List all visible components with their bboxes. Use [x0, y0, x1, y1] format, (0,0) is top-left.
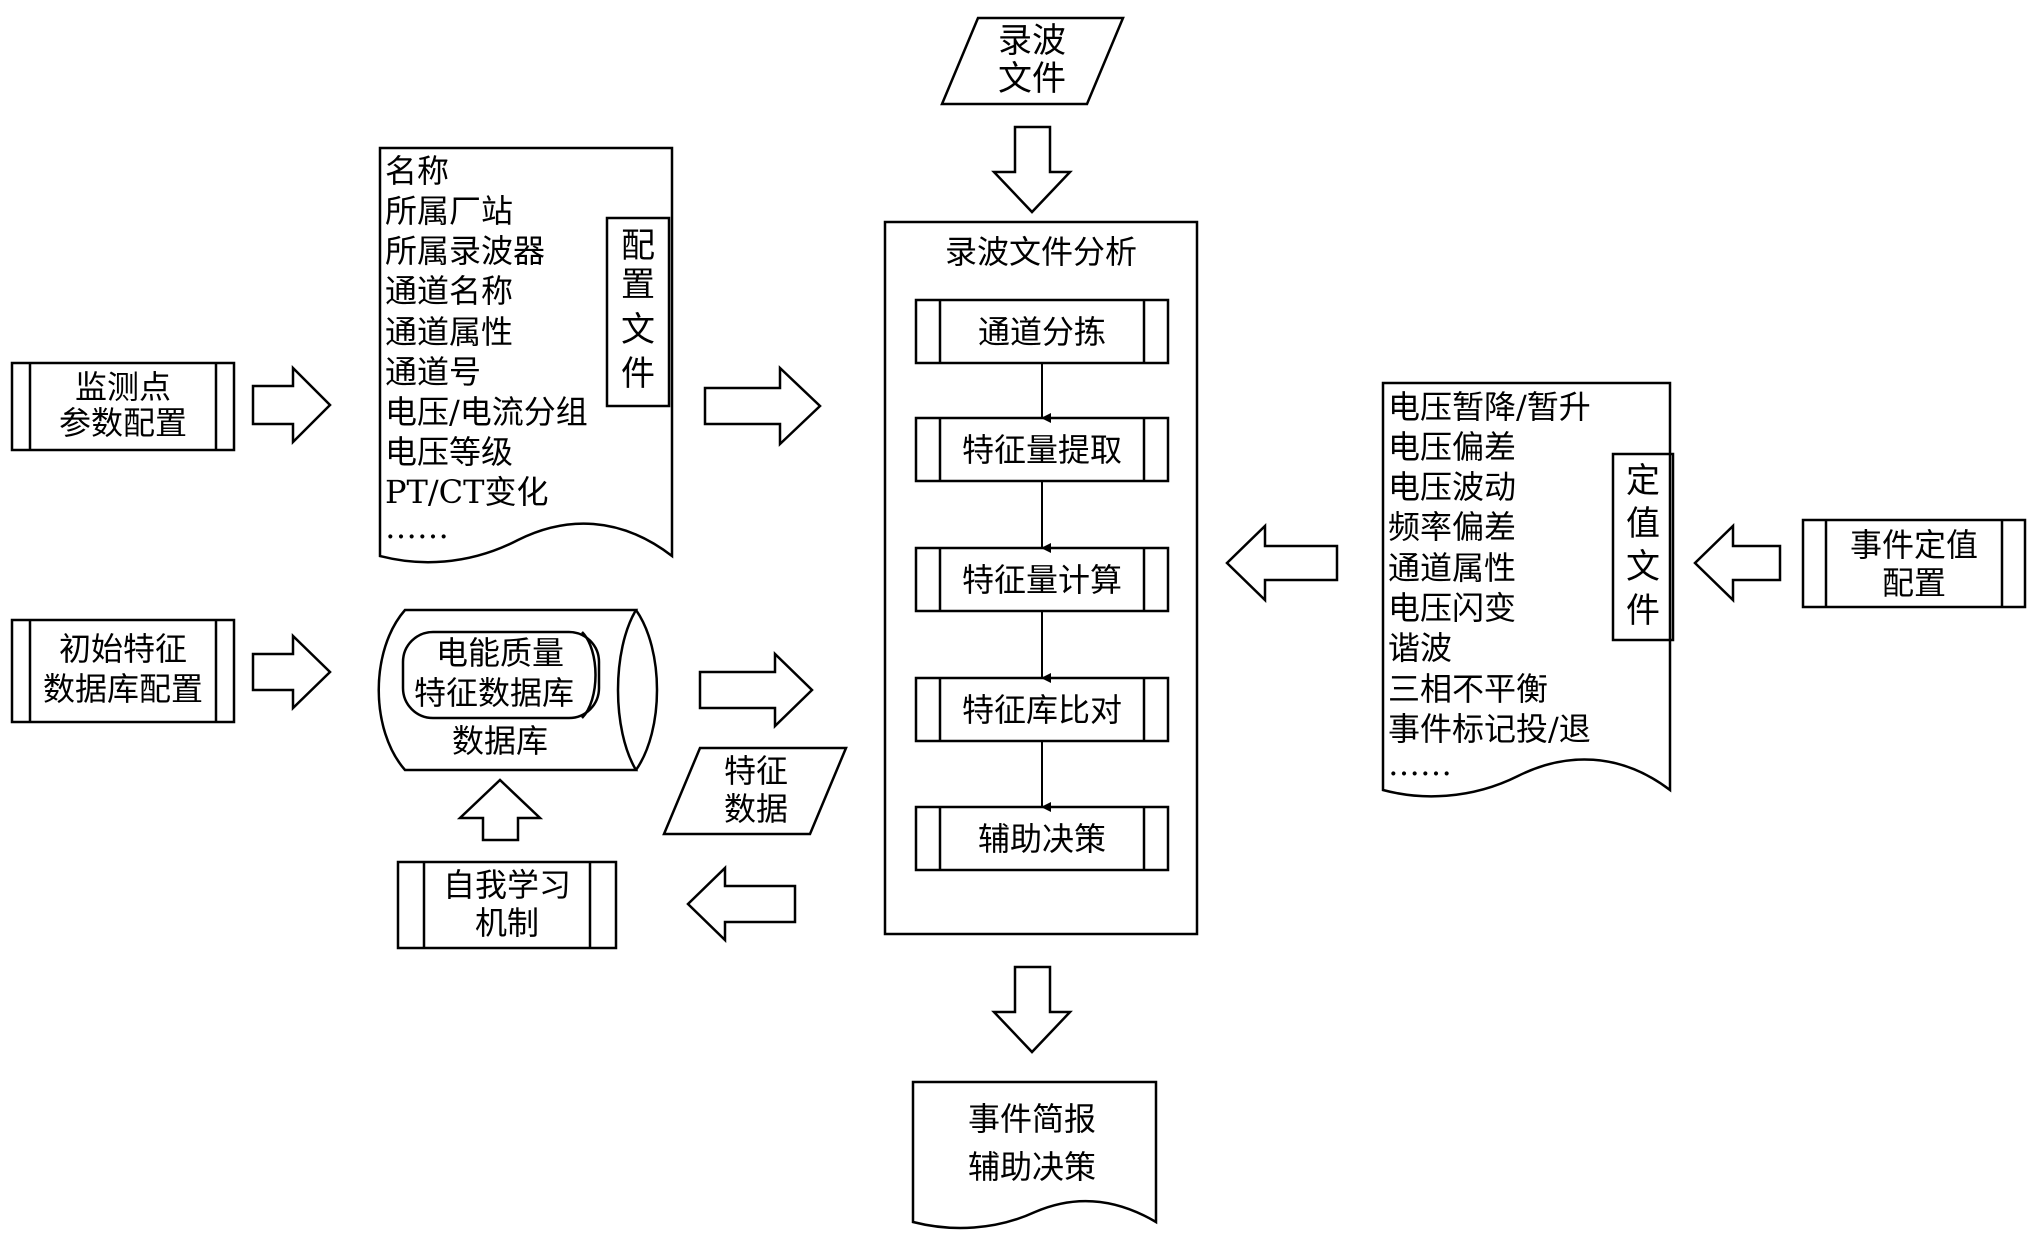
config-file-item: 所属厂站: [385, 192, 513, 230]
setting-file-tag-4: 件: [1626, 591, 1660, 631]
arrow-down-to-analysis: [991, 125, 1073, 214]
setting-file-item: 电压波动: [1388, 468, 1516, 506]
step-channel-sorting: 通道分拣: [978, 313, 1106, 351]
config-file-item: 电压/电流分组: [385, 393, 588, 431]
config-file-item: 名称: [385, 152, 449, 190]
setting-file-item: 频率偏差: [1388, 508, 1516, 546]
monitoring-point-box: [10, 361, 236, 452]
config-file-item: 所属录波器: [385, 232, 545, 270]
database-label: 数据库: [452, 722, 548, 760]
event-setting-line1: 事件定值: [1850, 526, 1978, 564]
config-file-tag-4: 件: [621, 354, 655, 394]
setting-file-item: 谐波: [1388, 629, 1452, 667]
config-file-item: ……: [385, 508, 449, 546]
setting-file-item: 事件标记投/退: [1388, 710, 1591, 748]
analysis-title: 录波文件分析: [945, 233, 1137, 271]
feature-data-line1: 特征: [724, 752, 788, 790]
report-document: [911, 1080, 1158, 1230]
setting-file-item: 三相不平衡: [1388, 670, 1548, 708]
report-line1: 事件简报: [968, 1100, 1096, 1138]
setting-file-item: ……: [1388, 745, 1452, 783]
setting-file-tag-2: 值: [1626, 504, 1660, 544]
config-file-item: 电压等级: [385, 433, 513, 471]
setting-file-item: 电压偏差: [1388, 428, 1516, 466]
setting-file-item: 电压闪变: [1388, 589, 1516, 627]
config-file-item: PT/CT变化: [385, 473, 549, 511]
setting-file-tag-3: 文: [1626, 547, 1660, 587]
wave-file-input-line2: 文件: [998, 59, 1066, 99]
config-file-item: 通道名称: [385, 272, 513, 310]
monitoring-point-line1: 监测点: [75, 368, 171, 406]
config-file-tag-3: 文: [621, 310, 655, 350]
initial-feature-db-line1: 初始特征: [59, 630, 187, 668]
config-file-tag-2: 置: [621, 265, 655, 305]
arrow-right-to-database: [251, 633, 332, 711]
arrow-up-to-database: [456, 778, 544, 842]
initial-feature-db-box: [10, 618, 236, 724]
config-file-item: 通道属性: [385, 313, 513, 351]
step-library-comparison: 特征库比对: [962, 691, 1122, 729]
arrow-right-to-config: [251, 364, 332, 446]
wave-file-input-line1: 录波: [998, 21, 1066, 61]
arrow-left-to-self-learning: [686, 865, 797, 943]
monitoring-point-line2: 参数配置: [59, 404, 187, 442]
database-inner-line1: 电能质量: [436, 634, 564, 672]
arrow-left-to-setting-file: [1693, 523, 1782, 603]
self-learning-box: [396, 860, 618, 950]
config-file-item: 通道号: [385, 353, 481, 391]
feature-data-line2: 数据: [724, 790, 788, 828]
arrow-right-config-to-analysis: [703, 365, 822, 447]
self-learning-line1: 自我学习: [443, 866, 571, 904]
arrow-down-to-report: [991, 965, 1073, 1054]
setting-file-item: 通道属性: [1388, 549, 1516, 587]
analysis-panel: [883, 220, 1199, 936]
event-setting-line2: 配置: [1882, 564, 1946, 602]
report-line2: 辅助决策: [968, 1148, 1096, 1186]
database-shape: [377, 608, 659, 772]
step-feature-extraction: 特征量提取: [962, 431, 1122, 469]
arrow-right-database-to-analysis: [698, 651, 814, 729]
self-learning-line2: 机制: [475, 904, 539, 942]
initial-feature-db-line2: 数据库配置: [43, 670, 203, 708]
feature-data-shape: [662, 746, 848, 836]
setting-file-item: 电压暂降/暂升: [1388, 388, 1591, 426]
step-feature-calculation: 特征量计算: [962, 561, 1122, 599]
setting-file-document: [1381, 381, 1675, 798]
event-setting-box: [1801, 518, 2027, 609]
setting-file-tag-1: 定: [1626, 461, 1660, 501]
database-inner-line2: 特征数据库: [414, 674, 574, 712]
config-file-tag-1: 配: [621, 226, 655, 266]
step-decision-support: 辅助决策: [978, 820, 1106, 858]
arrow-left-setting-to-analysis: [1225, 523, 1339, 603]
config-file-document: [378, 146, 674, 564]
wave-file-input-shape: [940, 16, 1125, 106]
